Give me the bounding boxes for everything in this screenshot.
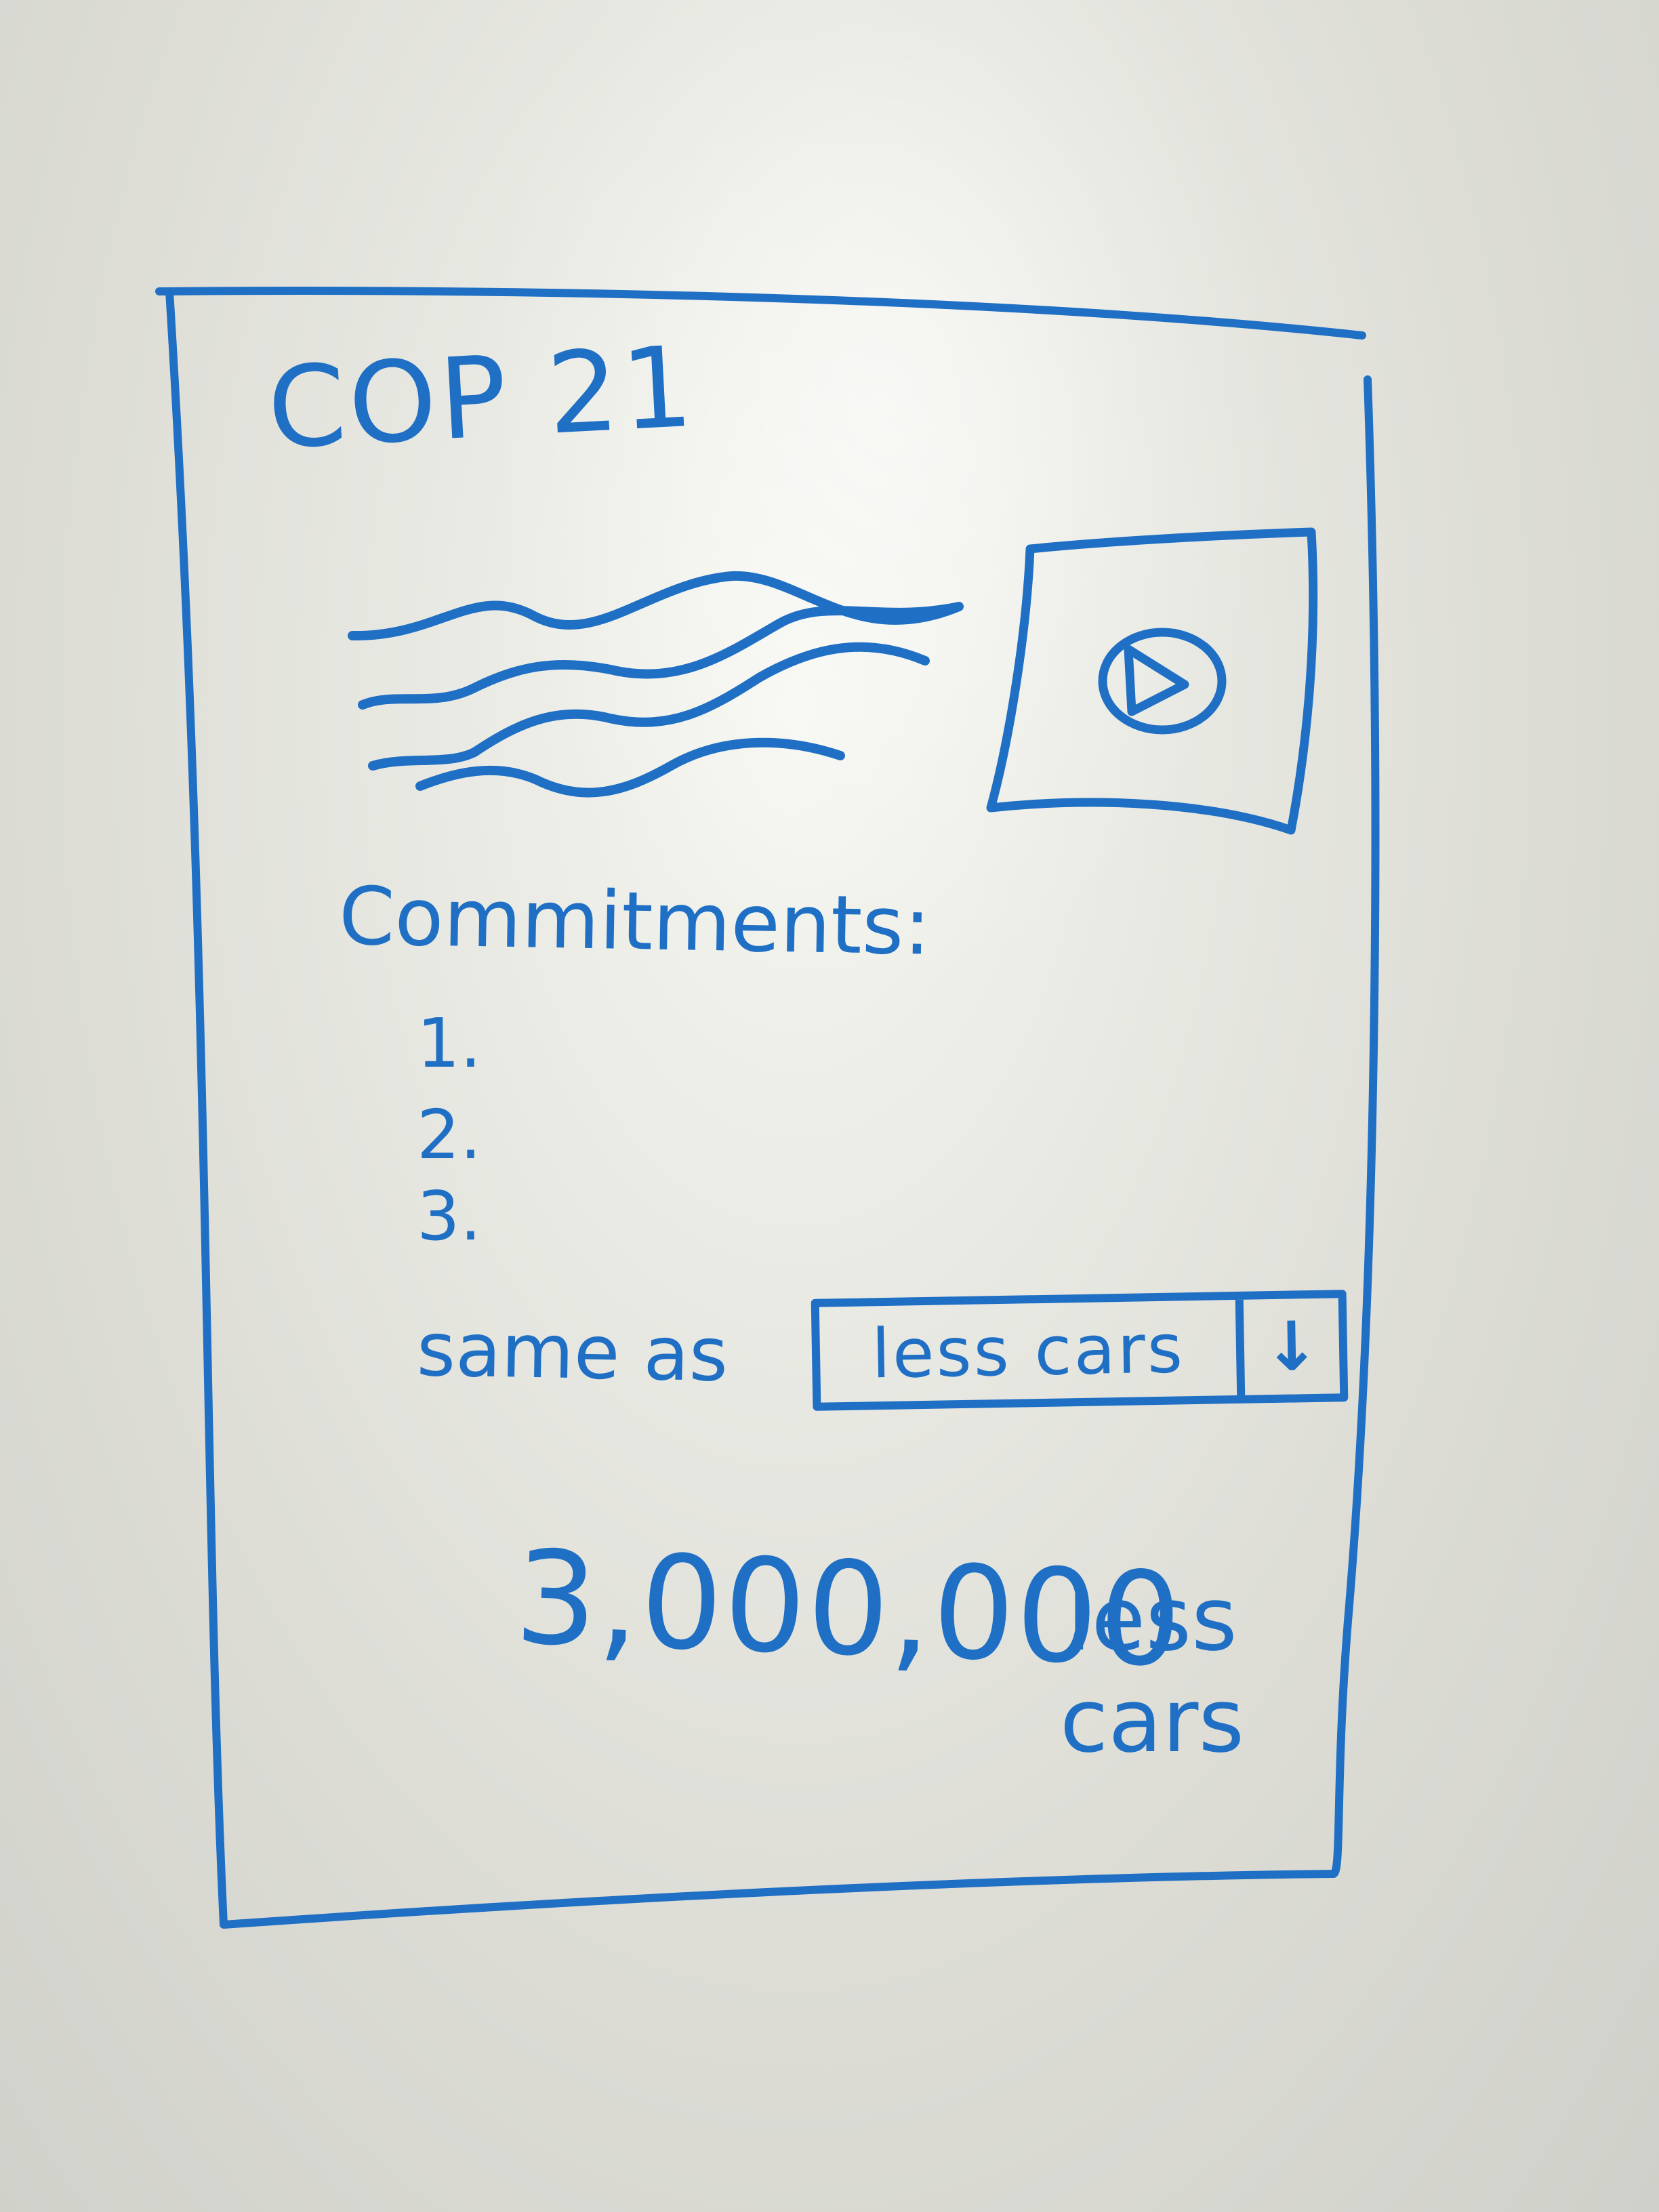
squiggle-text-lines	[348, 571, 964, 798]
dropdown-selected-value: less cars	[871, 1309, 1185, 1394]
page-title: COP 21	[264, 321, 699, 474]
comparison-label: same as	[415, 1306, 729, 1398]
commitment-item-1: 1.	[417, 1004, 482, 1083]
commitments-heading: Commitments:	[337, 869, 932, 973]
media-box	[986, 527, 1318, 835]
play-icon	[1098, 628, 1227, 735]
chevron-down-icon[interactable]: ↓	[1235, 1298, 1340, 1395]
result-unit: less cars	[1059, 1568, 1245, 1772]
commitment-item-3: 3.	[417, 1176, 482, 1256]
comparison-dropdown[interactable]: less cars ↓	[811, 1290, 1349, 1411]
commitment-item-2: 2.	[417, 1095, 482, 1174]
page-frame	[155, 287, 1380, 1929]
